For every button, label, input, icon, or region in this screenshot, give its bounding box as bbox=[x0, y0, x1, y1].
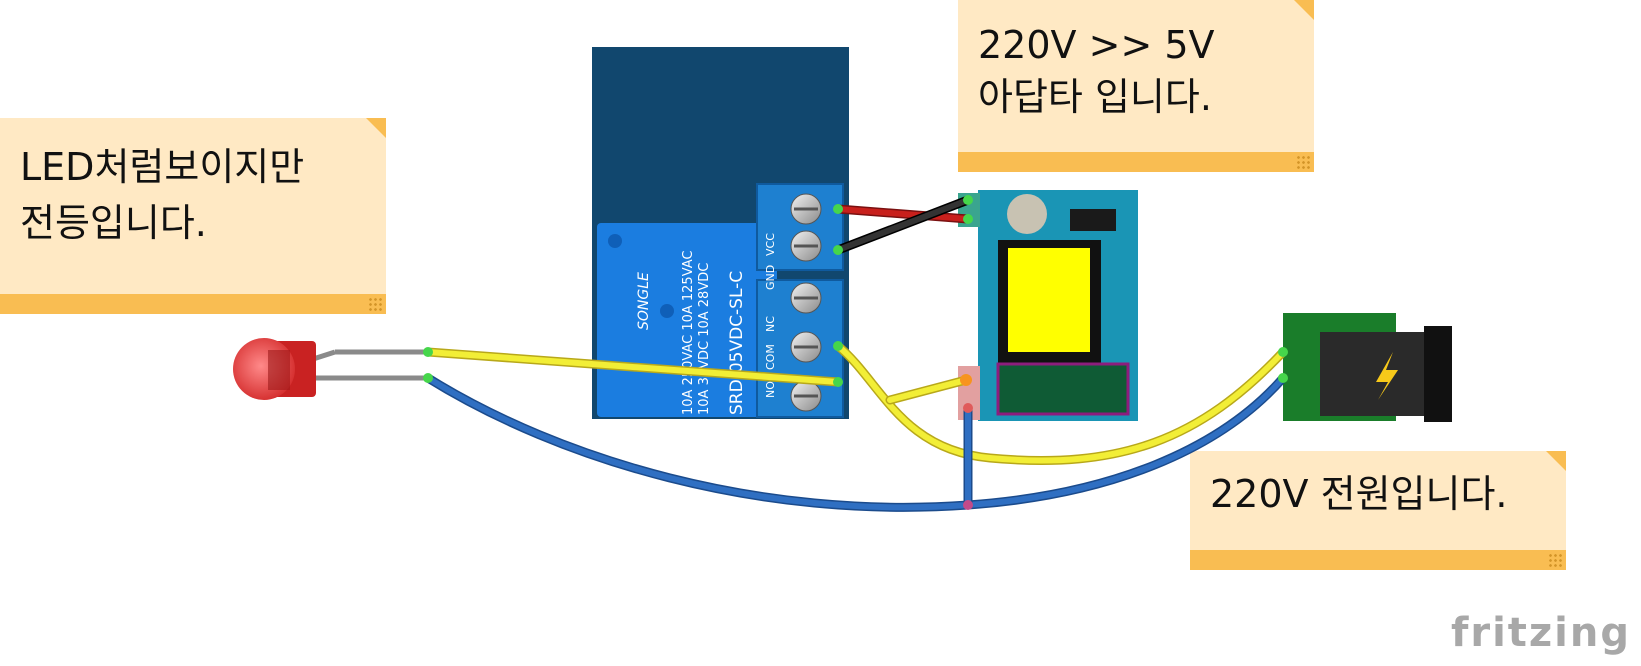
adapter-module[interactable] bbox=[958, 190, 1138, 421]
power-jack[interactable] bbox=[1283, 313, 1452, 422]
relay-marker-dot bbox=[608, 234, 622, 248]
note-adapter-line1: 220V >> 5V bbox=[978, 23, 1215, 67]
adapter-transformer bbox=[1008, 248, 1090, 352]
note-resize-grip[interactable] bbox=[368, 297, 382, 311]
pin-label-gnd: GND bbox=[764, 265, 777, 290]
note-power-line1: 220V 전원입니다. bbox=[1210, 472, 1508, 516]
pin-label-no: NO bbox=[764, 381, 777, 398]
note-adapter: 220V >> 5V 아답타 입니다. bbox=[958, 0, 1314, 172]
connector-dot[interactable] bbox=[833, 204, 843, 214]
note-fold bbox=[366, 118, 386, 138]
jack-rim bbox=[1424, 326, 1452, 422]
relay-module[interactable]: SONGLE 10A 250VAC 10A 125VAC 10A 30VDC 1… bbox=[592, 47, 849, 419]
note-resize-grip[interactable] bbox=[1296, 155, 1310, 169]
jack-body bbox=[1320, 332, 1430, 416]
connector-dot[interactable] bbox=[423, 347, 433, 357]
fritzing-logo: fritzing bbox=[1450, 610, 1631, 656]
connection-points bbox=[423, 195, 1288, 510]
led-lamp[interactable] bbox=[233, 338, 428, 400]
lightning-icon bbox=[1376, 352, 1398, 400]
connector-dot[interactable] bbox=[963, 500, 973, 510]
note-bar bbox=[958, 152, 1314, 172]
connector-dot[interactable] bbox=[833, 341, 843, 351]
wires bbox=[423, 195, 1288, 512]
connector-dot[interactable] bbox=[963, 195, 973, 205]
pin-label-vcc: VCC bbox=[764, 233, 777, 256]
note-bar bbox=[1190, 550, 1566, 570]
wire-yellow-jack[interactable] bbox=[835, 343, 1286, 464]
adapter-chip bbox=[1070, 209, 1116, 231]
terminal-screws bbox=[790, 193, 822, 412]
relay-model: SRD-05VDC-SL-C bbox=[727, 271, 747, 415]
note-fold bbox=[1294, 0, 1314, 20]
connector-dot[interactable] bbox=[1278, 373, 1288, 383]
connector-dot[interactable] bbox=[833, 377, 843, 387]
pin-label-com: COM bbox=[764, 344, 777, 370]
connector-dot[interactable] bbox=[1278, 347, 1288, 357]
relay-rating-1: 10A 250VAC 10A 125VAC bbox=[681, 251, 696, 416]
relay-brand: SONGLE bbox=[636, 272, 652, 330]
wire-blue[interactable] bbox=[425, 375, 1286, 511]
connector-dot[interactable] bbox=[963, 403, 973, 413]
note-adapter-line2: 아답타 입니다. bbox=[978, 75, 1212, 119]
note-bar bbox=[0, 294, 386, 314]
connector-dot[interactable] bbox=[423, 373, 433, 383]
adapter-capacitor bbox=[1007, 194, 1047, 234]
wire-red[interactable] bbox=[835, 206, 971, 222]
wire-yellow-adapter[interactable] bbox=[887, 377, 969, 403]
connector-dot[interactable] bbox=[963, 214, 973, 224]
pin-label-nc: NC bbox=[764, 316, 777, 332]
connector-dot[interactable] bbox=[833, 245, 843, 255]
note-led: LED처럼보이지만 전등입니다. bbox=[0, 118, 386, 314]
relay-marker-dot bbox=[660, 304, 674, 318]
note-power: 220V 전원입니다. bbox=[1190, 451, 1566, 570]
adapter-output-block bbox=[996, 362, 1130, 416]
connector-dot[interactable] bbox=[960, 374, 972, 386]
wire-yellow-led[interactable] bbox=[425, 349, 841, 385]
note-led-line2: 전등입니다. bbox=[20, 201, 207, 245]
note-resize-grip[interactable] bbox=[1548, 553, 1562, 567]
wire-black[interactable] bbox=[835, 197, 971, 253]
relay-rating-2: 10A 30VDC 10A 28VDC bbox=[697, 263, 712, 415]
note-fold bbox=[1546, 451, 1566, 471]
note-led-line1: LED처럼보이지만 bbox=[20, 145, 305, 189]
